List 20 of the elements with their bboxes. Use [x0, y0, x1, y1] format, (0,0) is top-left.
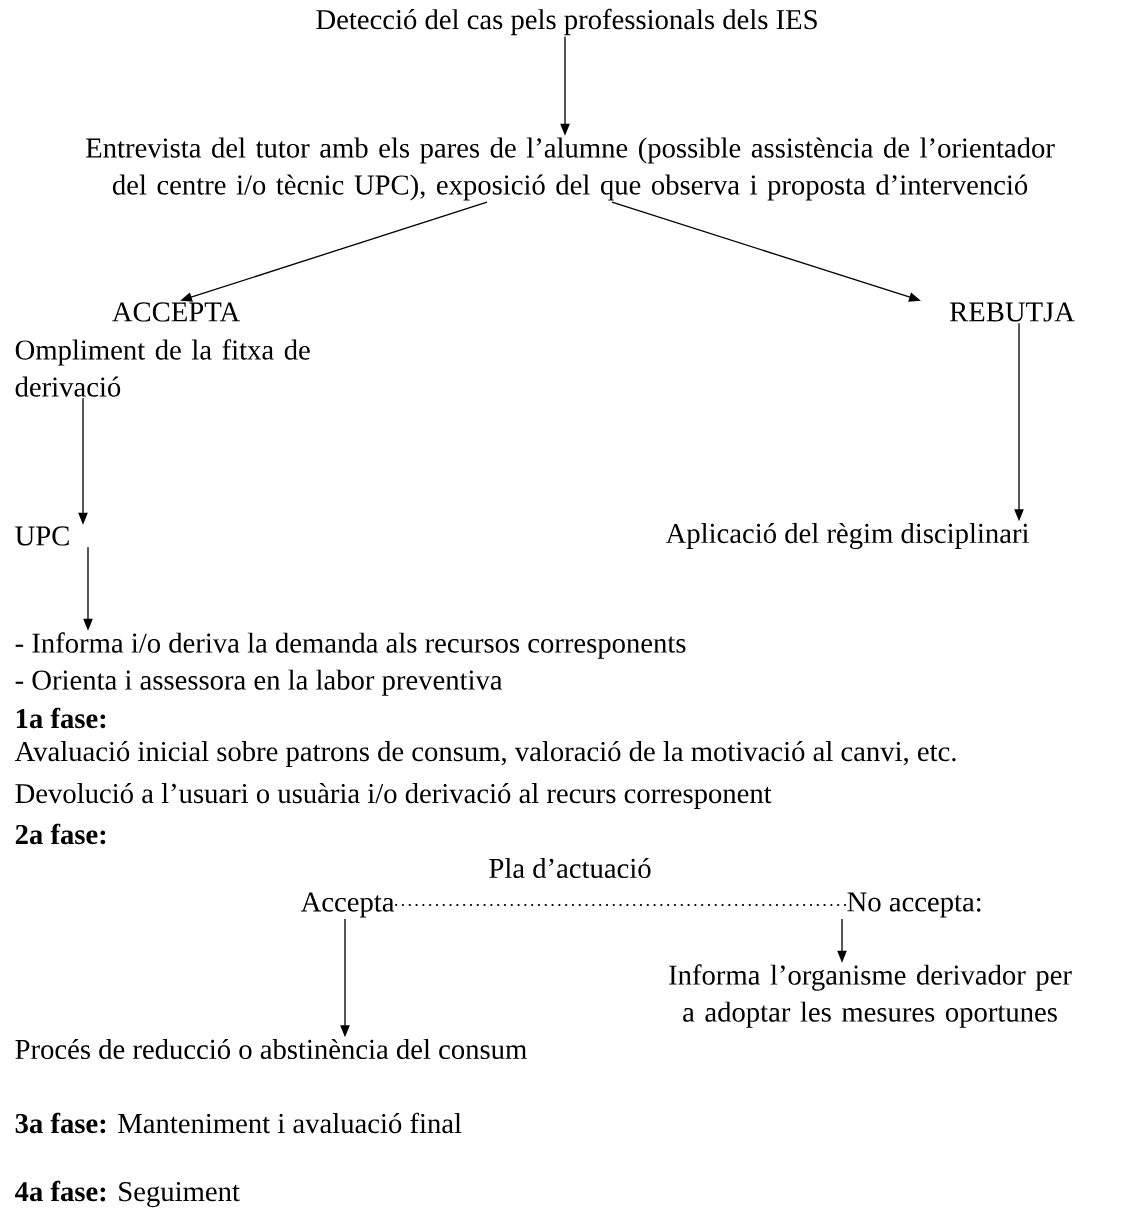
step-text: Aplicació del règim disciplinari: [665, 522, 1029, 550]
step-text: Informa l’organisme derivador per a adoptar les mesures oportunes: [669, 964, 1072, 1028]
step-text: Entrevista del tutor amb els pares de l’alumne (possible assistència de l’orientador del centre i/o tècnic UPC), exposició del que observa i proposta d’intervenció: [86, 137, 1055, 201]
body-text: Avaluació inicial sobre patrons de consum, valoració de la motivació al canvi, etc.: [14, 741, 956, 767]
step-text: Procés de reducció o abstinència del consum: [15, 1038, 527, 1060]
decision-text: Accepta: [300, 892, 395, 918]
step-text: UPC: [15, 526, 69, 546]
decision-text: ACCEPTA: [112, 302, 240, 322]
decision-text: REBUTJA: [949, 302, 1075, 322]
phase-heading: 1a fase:: [16, 707, 106, 729]
body-text: Pla d’actuació: [489, 857, 651, 879]
decision-text: No accepta:: [847, 892, 981, 918]
body-text: 3a fase: Manteniment i avaluació final: [15, 1112, 462, 1134]
dotted-line: [395, 903, 847, 907]
step-list: - Informa i/o deriva la demanda als recursos corresponents - Orienta i assessora en la labor preventiva: [15, 632, 686, 696]
step-text: Detecció del cas pels professionals dels IES: [316, 8, 817, 36]
step-text: Ompliment de la fitxa de derivació: [15, 339, 310, 397]
body-text: Devolució a l’usuari o usuària i/o derivació al recurs corresponent: [15, 783, 772, 809]
phase-heading: 2a fase:: [15, 823, 106, 845]
body-text: 4a fase: Seguiment: [15, 1180, 240, 1208]
